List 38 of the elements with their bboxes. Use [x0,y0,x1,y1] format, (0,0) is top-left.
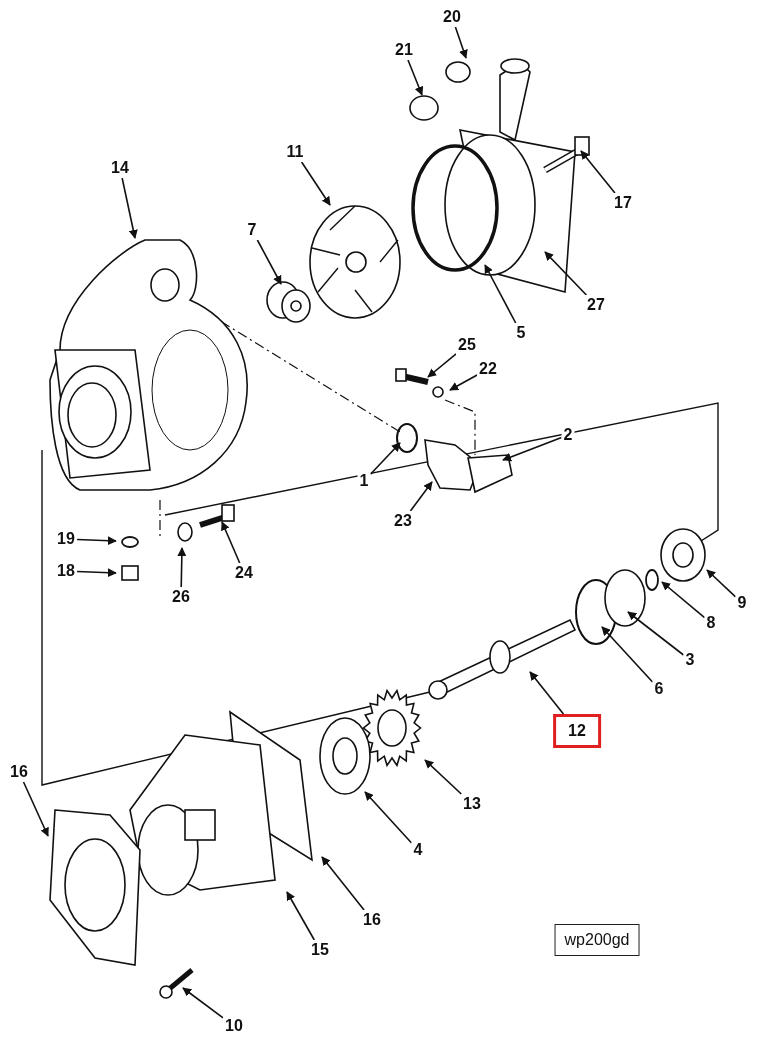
leader-arrow [627,611,685,656]
leader-arrow [427,353,457,378]
callout-number: 7 [245,220,259,240]
leader-arrow [256,239,282,285]
callout-number: 20 [441,7,463,27]
leader-arrow [177,547,187,588]
leader-arrow [449,374,478,391]
leader-arrow [76,568,117,578]
callout-number: 22 [477,359,499,379]
leader-arrow [529,671,565,715]
leader-arrow [121,177,138,239]
leader-arrow [182,987,224,1019]
callout-number: 25 [456,335,478,355]
callout-number: 11 [284,142,306,162]
leader-arrow [407,59,424,96]
callout-number: 21 [393,40,415,60]
leader-arrow [484,264,517,324]
leader-arrow [300,161,331,206]
leader-arrow [601,626,654,683]
leader-arrow [409,481,433,512]
leader-arrow [364,791,413,844]
leader-arrow [321,856,365,911]
leader-arrow [580,150,616,194]
leader-arrow [661,581,706,619]
leader-arrow [706,569,737,598]
callout-number: 16 [8,762,30,782]
leader-arrow [369,442,401,475]
callout-number: 12 [553,714,601,748]
leader-arrow [502,436,563,462]
drawing-code: wp200gd [554,924,640,956]
leader-arrow [286,891,316,941]
leader-arrow [544,251,588,296]
callout-number: 14 [109,158,131,178]
leader-arrow [22,781,49,837]
leader-arrow [424,759,463,795]
leader-arrow [454,26,468,59]
leader-arrow [76,536,117,546]
leader-arrow [221,521,241,564]
